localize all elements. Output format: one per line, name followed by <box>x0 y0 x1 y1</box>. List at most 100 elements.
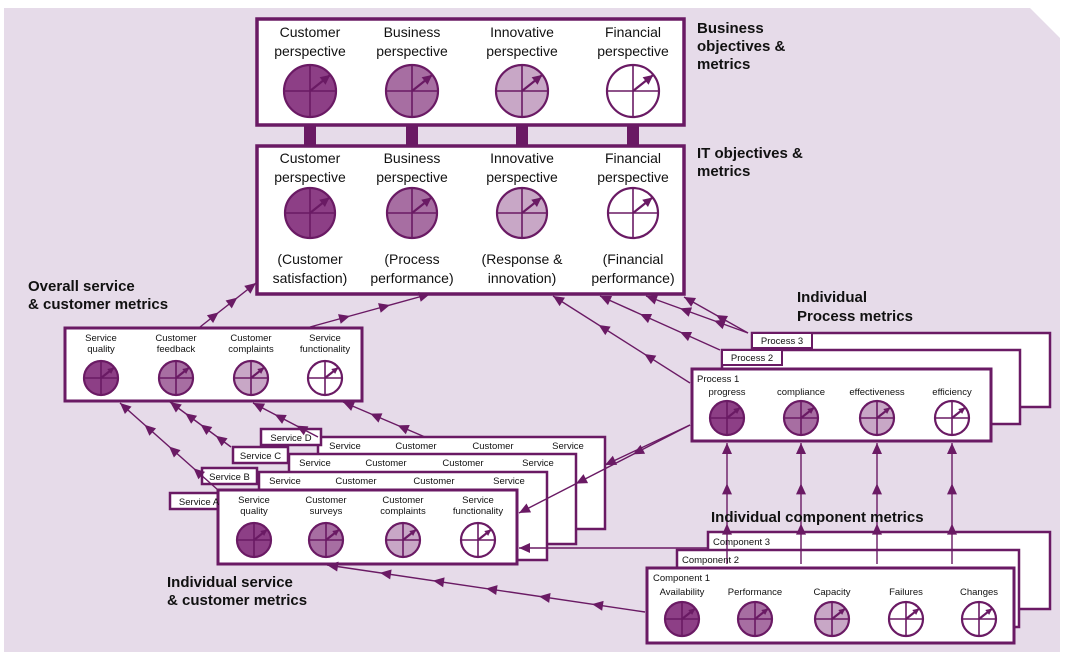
arrow-head <box>418 292 430 302</box>
arrow-line <box>552 295 691 384</box>
process-tab <box>751 332 813 349</box>
gauge-needle-head <box>319 74 331 85</box>
arrow-head <box>185 413 198 424</box>
it-perspective-subtitle: performance) <box>591 270 674 286</box>
business-perspective-gauge-icon <box>282 63 338 119</box>
process-gauge-icon <box>933 399 971 437</box>
arrow-head <box>722 483 732 495</box>
service-gauge-icon <box>235 521 273 559</box>
gauge-needle-head <box>807 407 815 414</box>
component-metric-label: Availability <box>660 587 705 598</box>
business-objectives-heading: objectives & <box>697 38 786 55</box>
business-perspective-label: perspective <box>597 43 669 59</box>
gauge-needle-head <box>531 197 542 207</box>
process-metric-label: compliance <box>777 387 825 398</box>
service-metric-label: functionality <box>453 506 503 517</box>
component-gauge-icon <box>663 600 701 638</box>
service-card-back-header: Customer <box>365 458 406 469</box>
arrow-head <box>947 523 957 535</box>
arrow-head <box>519 503 532 513</box>
arrow-head <box>397 425 410 435</box>
arrow-head <box>600 295 613 306</box>
process-tab <box>721 349 783 366</box>
service-metric-label: Service <box>462 495 494 506</box>
arrow-head <box>370 413 383 423</box>
service-metric-label: quality <box>240 506 268 517</box>
service-tab-label: Service B <box>209 472 250 483</box>
arrow-service-to-overall <box>119 402 219 491</box>
arrow-head <box>947 443 957 454</box>
it-perspective-subtitle: satisfaction) <box>273 270 348 286</box>
it-perspective-subtitle: (Response & <box>482 251 564 267</box>
service-metric-label: Service <box>238 495 270 506</box>
gauge-needle-head <box>319 197 330 207</box>
arrow-head <box>378 303 390 313</box>
process-gauge-icon <box>782 399 820 437</box>
arrow-head <box>796 483 806 495</box>
service-card-back-header: Customer <box>413 476 454 487</box>
process-metric-label: progress <box>709 387 746 398</box>
it-perspective-label: perspective <box>597 169 669 185</box>
component-metric-label: Capacity <box>814 587 851 598</box>
individual-process-heading: Process metrics <box>797 308 913 325</box>
arrow-head <box>605 455 618 465</box>
gauge-needle-head <box>332 529 340 536</box>
arrow-component-to-service <box>519 543 707 553</box>
gauge-needle-head <box>761 608 769 615</box>
arrow-component-to-process <box>947 443 957 564</box>
service-metric-label: complaints <box>380 506 426 517</box>
arrow-head <box>486 585 498 596</box>
arrow-head <box>722 523 732 535</box>
process-metric-label: effectiveness <box>849 387 905 398</box>
it-perspective-gauge-icon <box>283 186 337 240</box>
component-gauge-icon <box>813 600 851 638</box>
overall-service-metric-label: Customer <box>230 333 271 344</box>
overall-service-gauge-icon <box>306 359 344 397</box>
arrow-line <box>599 295 721 351</box>
service-metric-label: Customer <box>382 495 423 506</box>
arrow-head <box>947 483 957 495</box>
gauge-needle-head <box>484 529 492 536</box>
business-perspective-label: perspective <box>376 43 448 59</box>
perspective-connector <box>304 125 316 146</box>
overall-service-metric-label: feedback <box>157 344 196 355</box>
arrow-head <box>169 446 181 458</box>
service-card-back-header: Service <box>269 476 301 487</box>
gauge-needle-head <box>331 367 339 374</box>
perspective-connector <box>406 125 418 146</box>
component-metric-label: Changes <box>960 587 998 598</box>
gauge-needle-head <box>883 407 891 414</box>
service-card-back-header: Service <box>329 441 361 452</box>
arrow-line <box>309 293 431 328</box>
service-gauge-icon <box>459 521 497 559</box>
arrow-head <box>872 483 882 495</box>
arrow-process-to-it <box>683 296 749 334</box>
process-metric-label: efficiency <box>932 387 972 398</box>
arrow-head <box>338 314 350 324</box>
business-perspective-gauge-icon <box>384 63 440 119</box>
service-card-back-header: Service <box>299 458 331 469</box>
process-tab-label: Process 2 <box>731 353 773 364</box>
individual-service-heading: & customer metrics <box>167 592 307 609</box>
arrow-component-to-service <box>326 561 646 613</box>
component-metric-label: Performance <box>728 587 782 598</box>
component-tab-label: Component 3 <box>713 537 770 548</box>
arrow-component-to-process <box>872 443 882 564</box>
it-perspective-label: perspective <box>274 169 346 185</box>
arrow-head <box>120 403 132 415</box>
arrow-overall-to-it <box>309 292 431 328</box>
overall-service-gauge-icon <box>232 359 270 397</box>
it-perspective-subtitle: (Financial <box>603 251 664 267</box>
arrow-head <box>244 283 256 294</box>
service-card-back-header: Customer <box>442 458 483 469</box>
gauge-needle-head <box>958 407 966 414</box>
arrow-head <box>796 523 806 535</box>
it-perspective-gauge-icon <box>495 186 549 240</box>
process-gauge-icon <box>708 399 746 437</box>
business-perspective-label: perspective <box>486 43 558 59</box>
arrow-process-to-it <box>552 295 691 384</box>
individual-process-heading: Individual <box>797 289 867 306</box>
arrow-component-to-process <box>722 443 732 564</box>
arrow-head <box>716 315 729 325</box>
